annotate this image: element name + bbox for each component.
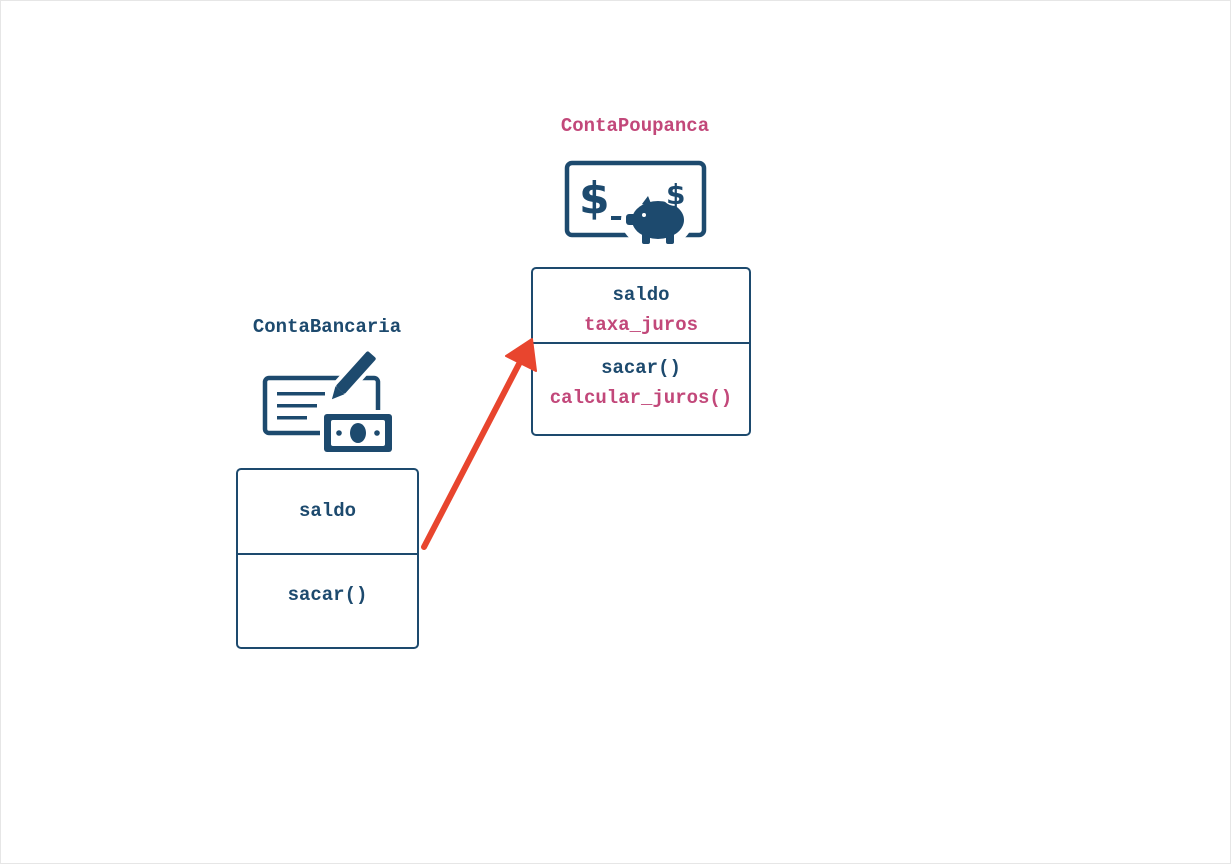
derived-methods-section: sacar() calcular_juros() <box>533 352 749 414</box>
derived-box-divider <box>533 342 749 344</box>
derived-class-box: saldo taxa_juros sacar() calcular_juros(… <box>531 267 751 436</box>
check-and-cash-icon <box>262 350 394 454</box>
derived-method-calcular-juros: calcular_juros() <box>549 387 733 409</box>
base-methods-section: sacar() <box>238 555 417 635</box>
derived-method-sacar: sacar() <box>601 357 681 379</box>
derived-class-title: ContaPoupanca <box>560 115 710 137</box>
svg-text:$: $ <box>666 178 685 211</box>
base-attributes-section: saldo <box>238 470 417 552</box>
derived-attribute-taxa-juros: taxa_juros <box>583 314 699 336</box>
base-method-sacar: sacar() <box>287 584 368 606</box>
base-class-box: saldo sacar() <box>236 468 419 649</box>
svg-text:$: $ <box>579 173 610 224</box>
derived-attributes-section: saldo taxa_juros <box>533 279 749 341</box>
derived-attribute-saldo: saldo <box>612 284 670 306</box>
base-attribute-saldo: saldo <box>298 500 356 522</box>
base-box-divider <box>238 553 417 555</box>
base-class-title: ContaBancaria <box>252 316 402 338</box>
piggy-bank-savings-icon: $ $ <box>564 160 707 248</box>
